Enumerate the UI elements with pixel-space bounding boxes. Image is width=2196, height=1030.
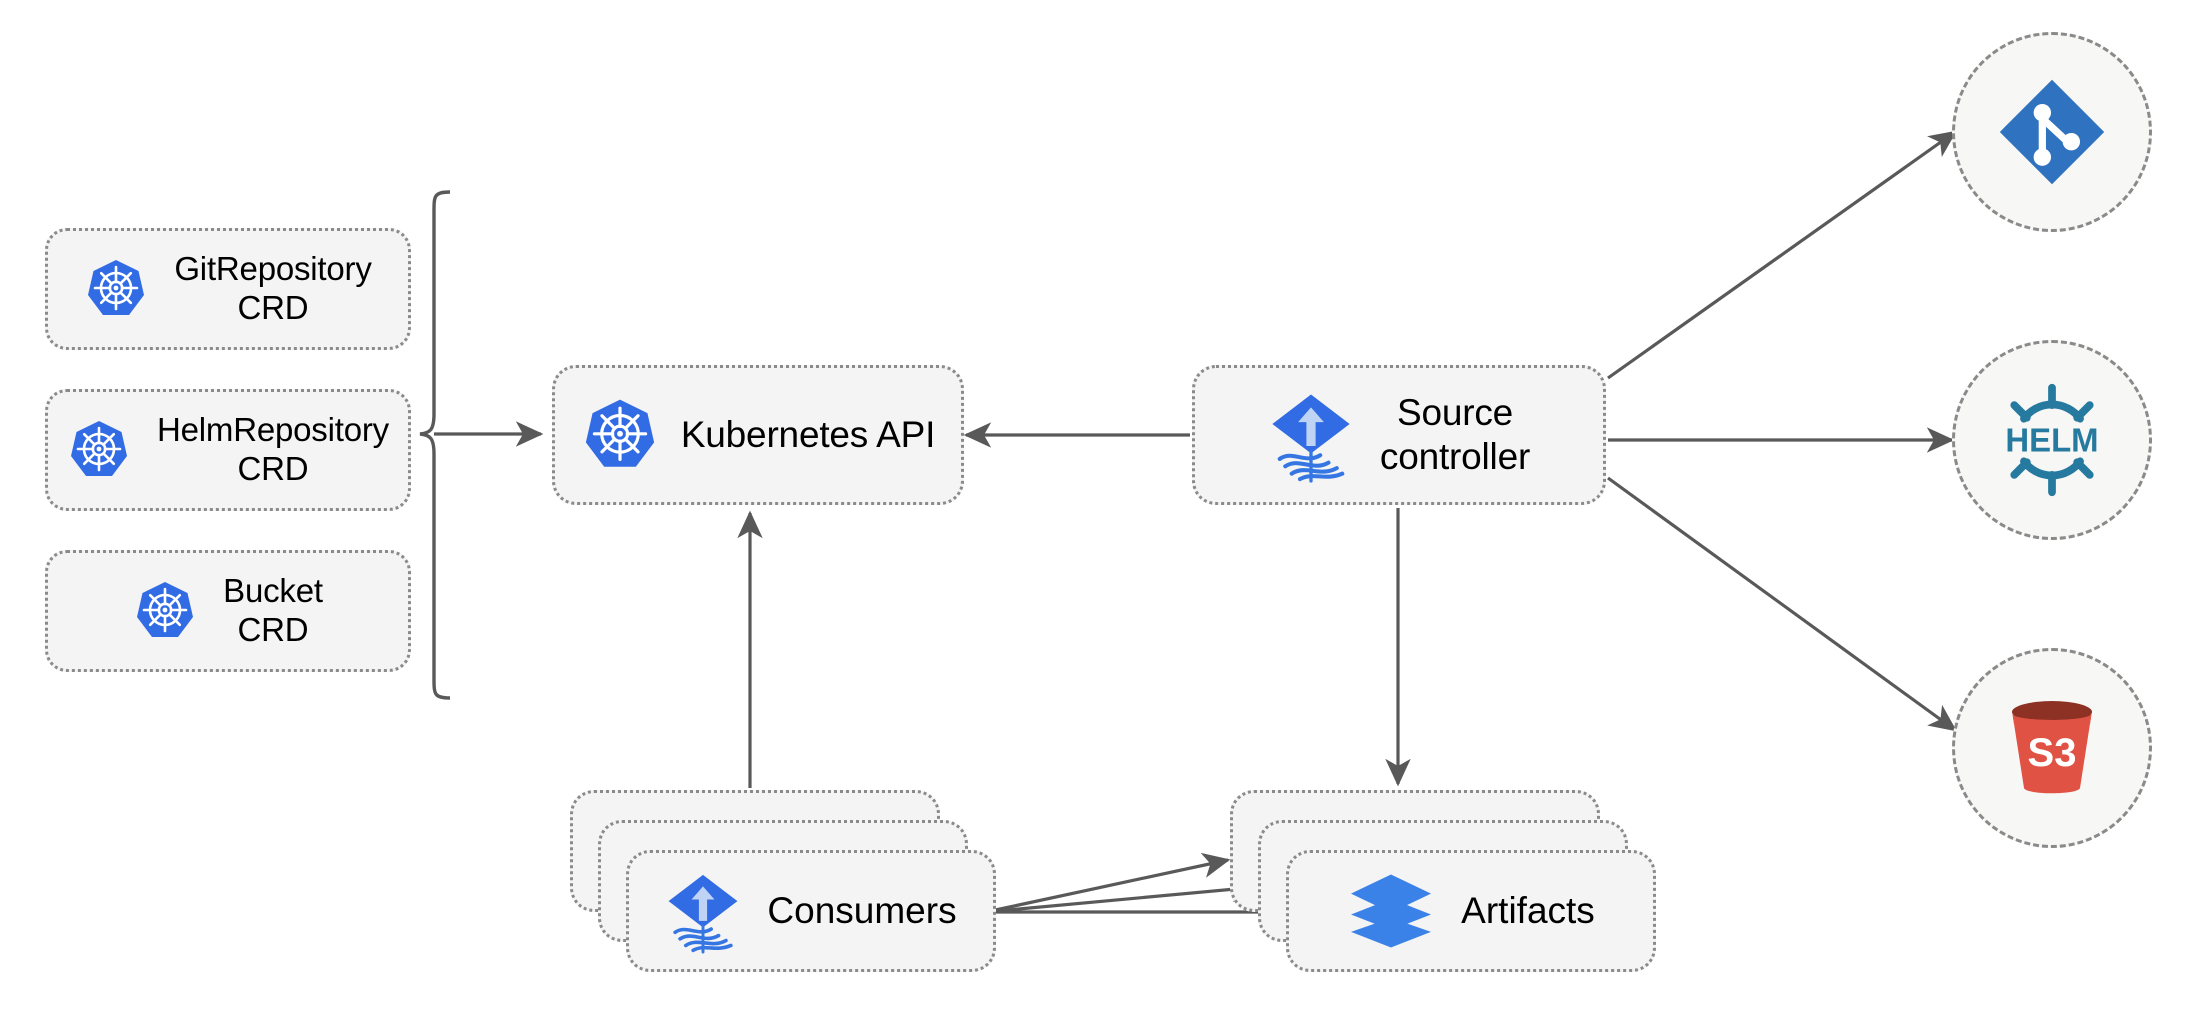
node-label: Bucket CRD	[223, 572, 323, 648]
s3-wordmark: S3	[2028, 731, 2077, 775]
node-bucket-crd[interactable]: Bucket CRD	[45, 550, 411, 672]
node-kubernetes-api[interactable]: Kubernetes API	[552, 365, 964, 505]
edge-sourcecontroller-to-git	[1607, 130, 1957, 380]
edge-consumers-to-artifacts-2	[985, 876, 1260, 914]
node-artifacts-stack[interactable]: Artifacts	[1230, 790, 1656, 980]
edge-consumers-to-artifacts-1	[985, 852, 1231, 914]
consumers-card-front[interactable]: Consumers	[626, 850, 996, 972]
helm-wordmark: HELM	[2005, 422, 2098, 459]
node-label: Kubernetes API	[680, 414, 936, 456]
node-git-source[interactable]	[1952, 32, 2152, 232]
kubernetes-icon	[84, 257, 148, 321]
edge-sourcecontroller-to-s3	[1607, 476, 1957, 732]
s3-bucket-icon: S3	[1996, 692, 2108, 804]
git-icon	[1994, 74, 2110, 190]
kubernetes-icon	[133, 579, 197, 643]
node-helmrepository-crd[interactable]: HelmRepository CRD	[45, 389, 411, 511]
layers-icon	[1347, 871, 1435, 951]
node-helm-source[interactable]: HELM	[1952, 340, 2152, 540]
crd-group-brace	[419, 190, 451, 700]
node-label: Artifacts	[1461, 890, 1595, 931]
node-label: Source controller	[1379, 392, 1531, 477]
flux-icon	[1268, 389, 1354, 483]
kubernetes-icon	[67, 418, 131, 482]
node-label: GitRepository CRD	[174, 250, 372, 326]
helm-icon: HELM	[1989, 380, 2115, 500]
artifacts-card-front[interactable]: Artifacts	[1286, 850, 1656, 972]
flux-icon	[665, 870, 741, 954]
node-label: HelmRepository CRD	[157, 411, 389, 487]
node-source-controller[interactable]: Source controller	[1192, 365, 1606, 505]
node-consumers-stack[interactable]: Consumers	[570, 790, 996, 980]
node-s3-source[interactable]: S3	[1952, 648, 2152, 848]
node-gitrepository-crd[interactable]: GitRepository CRD	[45, 228, 411, 350]
node-label: Consumers	[767, 890, 957, 931]
kubernetes-icon	[581, 396, 659, 474]
